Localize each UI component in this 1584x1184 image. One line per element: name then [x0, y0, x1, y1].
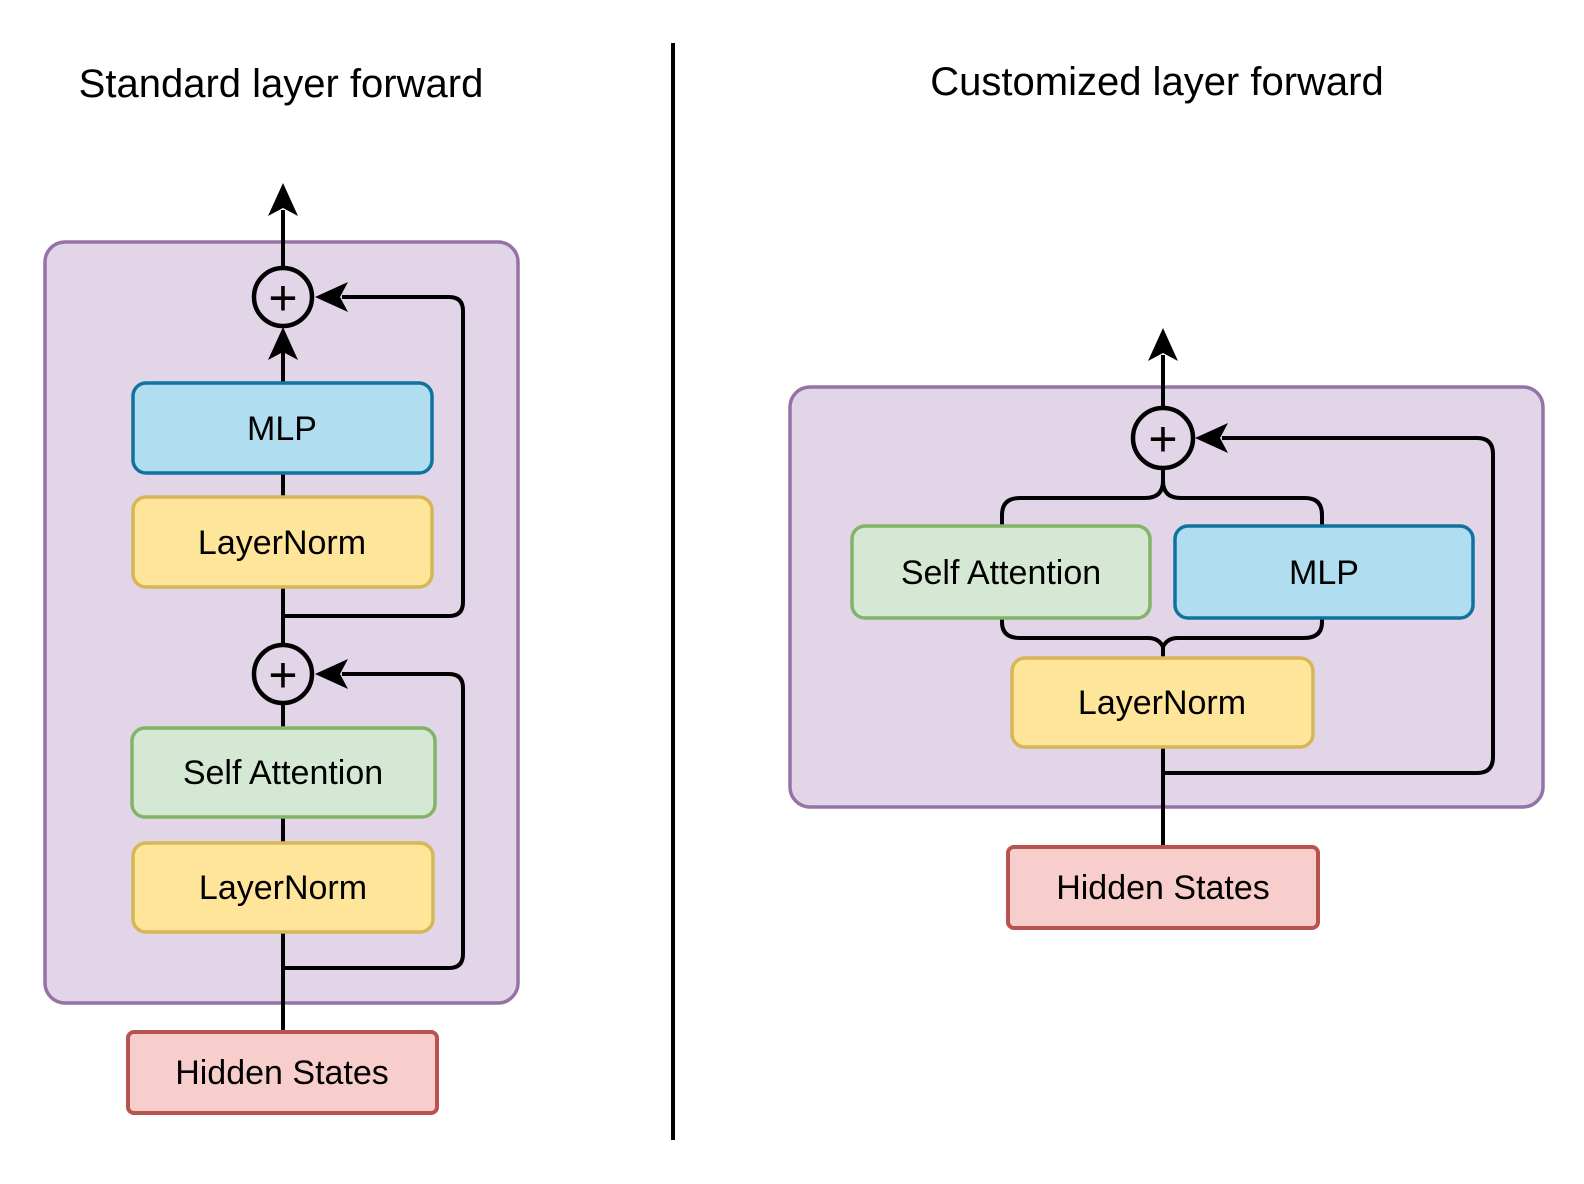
left-layernorm-lower-label: LayerNorm [199, 869, 367, 907]
right-add-node: + [1130, 405, 1196, 471]
right-mlp-label: MLP [1289, 554, 1359, 592]
left-self-attention-node: Self Attention [130, 726, 437, 819]
right-arrowheads [1148, 328, 1228, 453]
left-layernorm-lower-box [131, 841, 435, 934]
left-mlp-label: MLP [247, 410, 317, 448]
right-layernorm-node: LayerNorm [1010, 656, 1315, 749]
left-layernorm-upper-label: LayerNorm [198, 524, 366, 562]
left-mlp-box [131, 381, 434, 475]
left-panel: Standard layer forward + [43, 62, 520, 1115]
right-self-attention-node: Self Attention [850, 524, 1152, 620]
left-output-arrowhead [268, 183, 298, 216]
right-add-circle [1130, 405, 1196, 471]
right-self-attention-box [850, 524, 1152, 620]
left-add-bottom-node: + [251, 642, 315, 706]
left-skip-connection-upper [283, 295, 465, 618]
left-self-attention-box [130, 726, 437, 819]
right-hidden-states-label: Hidden States [1056, 869, 1270, 907]
left-add-bottom-circle [251, 642, 315, 706]
left-skip-upper-arrowhead [315, 282, 348, 312]
left-hidden-states-label: Hidden States [175, 1054, 389, 1092]
left-layernorm-lower-node: LayerNorm [131, 841, 435, 934]
right-fork-to-mlp [1161, 468, 1324, 526]
left-hidden-states-node: Hidden States [126, 1030, 439, 1115]
left-mlp-node: MLP [131, 381, 434, 475]
right-self-attention-label: Self Attention [901, 554, 1101, 592]
right-hidden-states-box [1006, 845, 1320, 930]
left-add-top-node: + [251, 265, 315, 329]
right-skip-connection [1163, 436, 1495, 775]
right-merge-from-mlp [1161, 618, 1324, 648]
left-add-top-symbol: + [268, 270, 297, 326]
left-layernorm-upper-node: LayerNorm [131, 495, 434, 589]
right-output-arrowhead [1148, 328, 1178, 361]
left-skip-connection-lower [283, 672, 465, 970]
left-add-bottom-symbol: + [268, 647, 297, 703]
right-panel-title: Customized layer forward [930, 60, 1384, 104]
left-panel-title: Standard layer forward [79, 62, 484, 106]
right-add-symbol: + [1148, 411, 1177, 467]
left-arrowheads [268, 183, 348, 689]
left-skip-lower-arrowhead [315, 659, 348, 689]
right-hidden-states-node: Hidden States [1006, 845, 1320, 930]
left-mlp-to-add-arrowhead [268, 327, 298, 360]
right-merge-from-self-attention [1000, 618, 1165, 648]
right-mlp-box [1173, 524, 1475, 620]
left-hidden-states-box [126, 1030, 439, 1115]
left-self-attention-label: Self Attention [183, 754, 383, 792]
right-skip-arrowhead [1195, 423, 1228, 453]
right-panel: Customized layer forward + S [788, 60, 1545, 930]
left-layernorm-upper-box [131, 495, 434, 589]
right-layer-container [788, 385, 1545, 809]
right-mlp-node: MLP [1173, 524, 1475, 620]
left-add-top-circle [251, 265, 315, 329]
right-layernorm-box [1010, 656, 1315, 749]
right-layernorm-label: LayerNorm [1078, 684, 1246, 722]
